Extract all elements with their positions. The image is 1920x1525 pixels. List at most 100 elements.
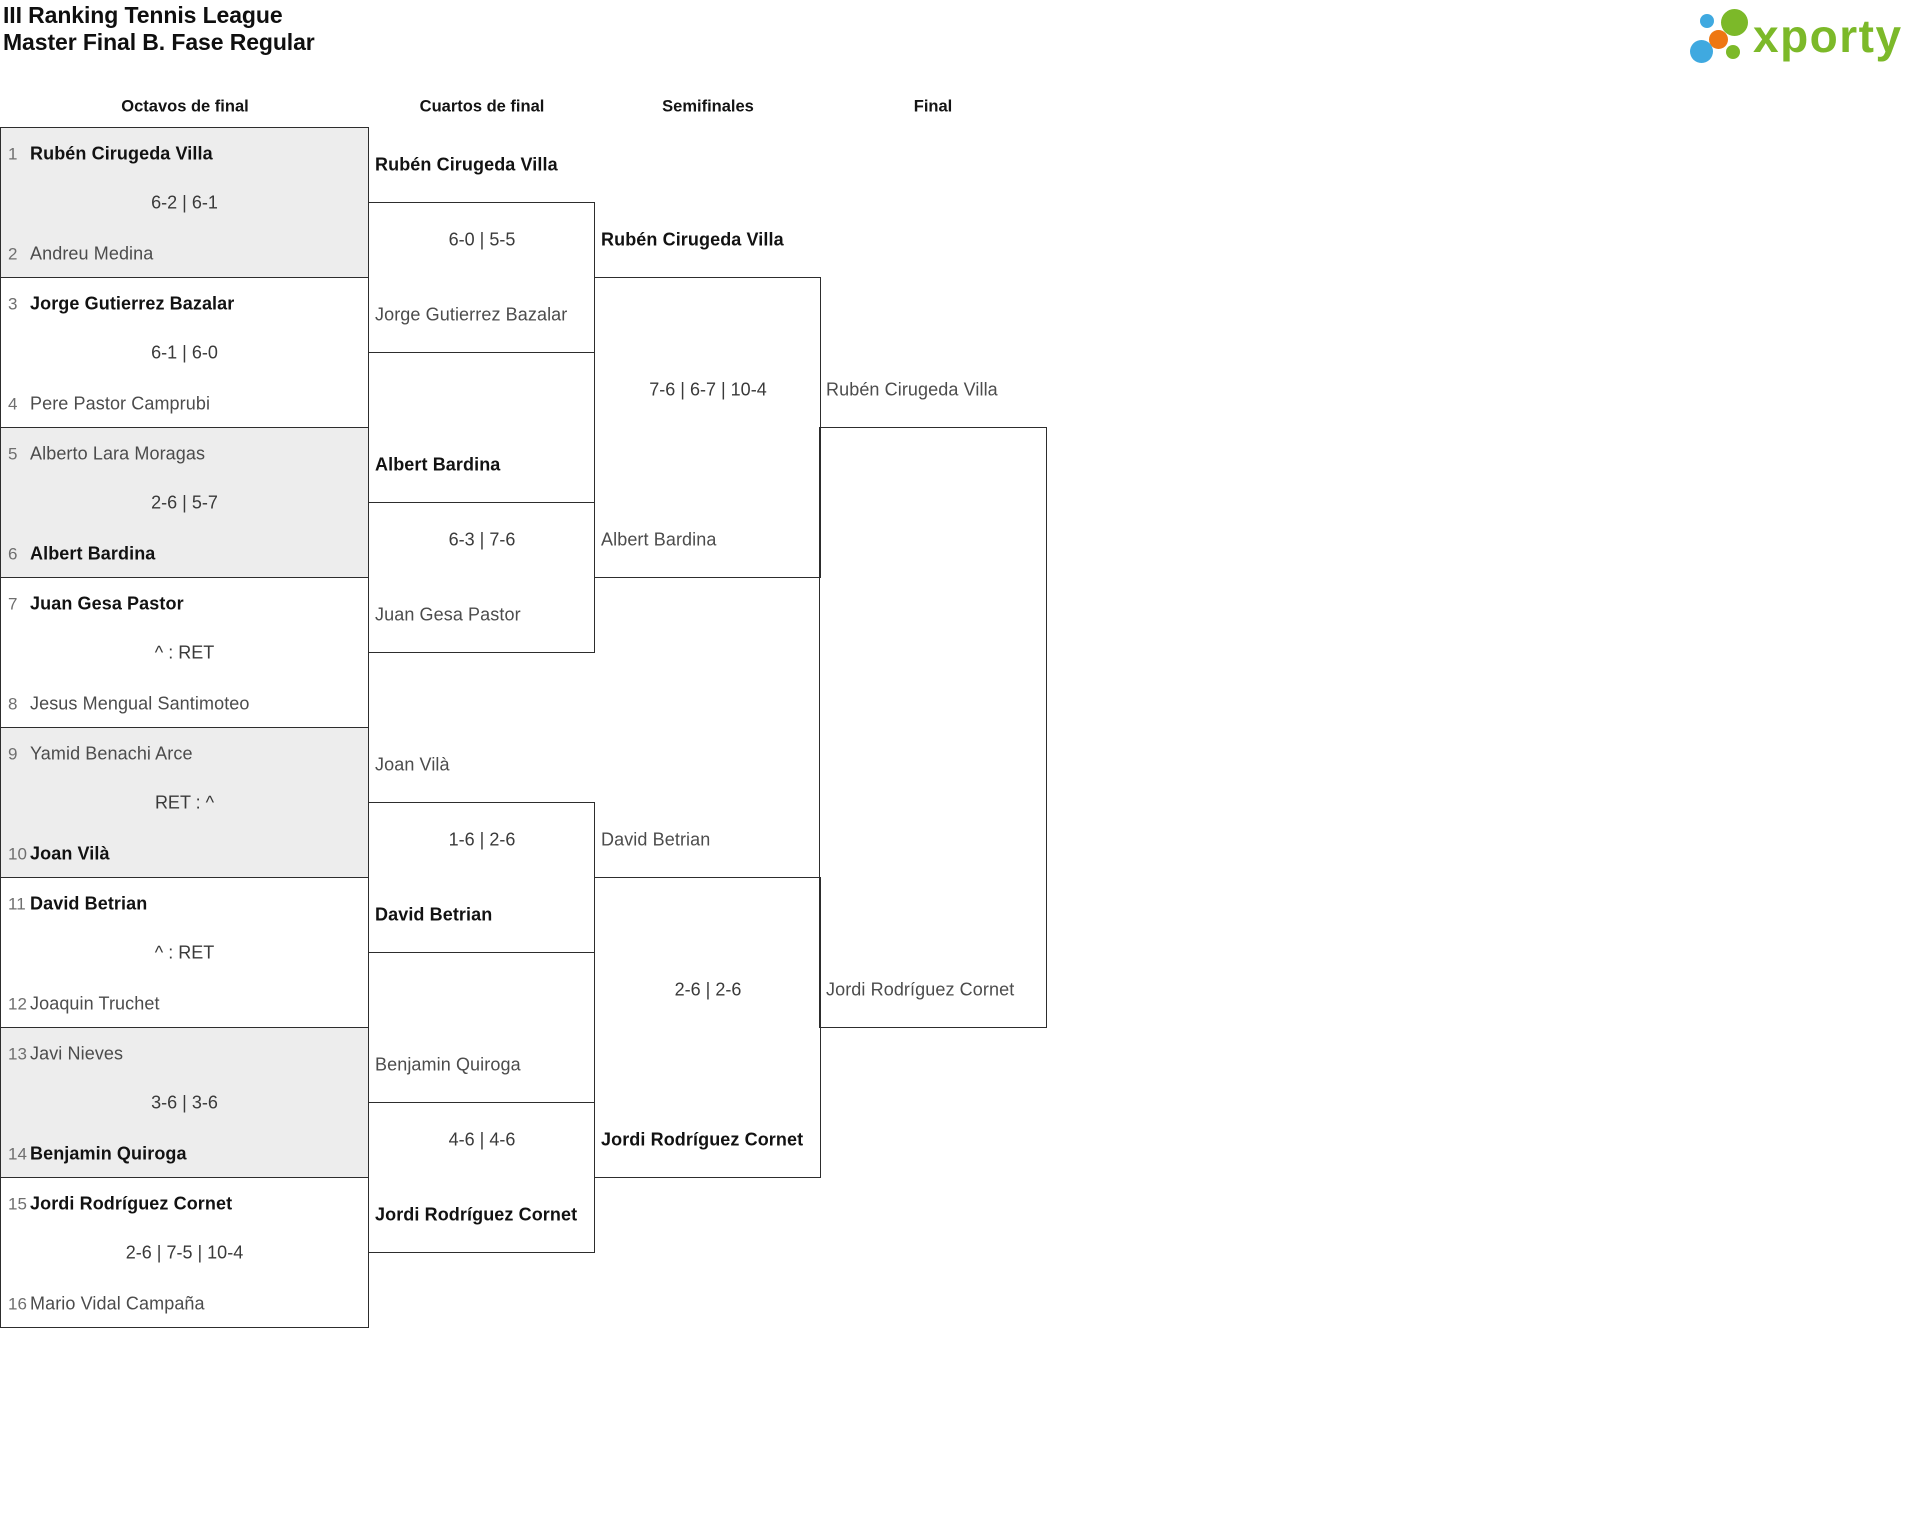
seed-number: 9 bbox=[8, 744, 18, 764]
player-slot: 9 Yamid Benachi Arce bbox=[8, 744, 362, 765]
player-name: Jordi Rodríguez Cornet bbox=[601, 1129, 804, 1150]
octavos-match-5: 9 Yamid Benachi Arce RET : ^ 10 Joan Vil… bbox=[1, 728, 368, 878]
player-name: David Betrian bbox=[30, 893, 148, 914]
player-name: Mario Vidal Campaña bbox=[30, 1293, 205, 1314]
player-name: Rubén Cirugeda Villa bbox=[375, 154, 558, 175]
player-slot: 14 Benjamin Quiroga bbox=[8, 1144, 362, 1165]
player-name: Albert Bardina bbox=[30, 543, 156, 564]
player-name: Juan Gesa Pastor bbox=[30, 593, 184, 614]
player-slot: 5 Alberto Lara Moragas bbox=[8, 444, 362, 465]
player-slot: 11 David Betrian bbox=[8, 894, 362, 915]
final-box bbox=[819, 427, 1047, 1028]
octavos-match-4: 7 Juan Gesa Pastor ^ : RET 8 Jesus Mengu… bbox=[1, 578, 368, 728]
player-name: Jordi Rodríguez Cornet bbox=[826, 979, 1015, 1000]
seed-number: 8 bbox=[8, 694, 18, 714]
player-slot: 16 Mario Vidal Campaña bbox=[8, 1294, 362, 1315]
seed-number: 4 bbox=[8, 394, 18, 414]
player-name: Andreu Medina bbox=[30, 243, 154, 264]
player-name: Jorge Gutierrez Bazalar bbox=[375, 304, 568, 325]
xporty-logo[interactable]: xporty bbox=[1688, 6, 1916, 70]
player-slot: 10 Joan Vilà bbox=[8, 844, 362, 865]
seed-number: 1 bbox=[8, 144, 18, 164]
player-name: Jordi Rodríguez Cornet bbox=[30, 1193, 233, 1214]
player-slot: 8 Jesus Mengual Santimoteo bbox=[8, 694, 362, 715]
match-score: 2-6 | 5-7 bbox=[151, 492, 218, 513]
player-name: David Betrian bbox=[375, 904, 493, 925]
logo-dot-green-large-icon bbox=[1721, 9, 1748, 36]
logo-dot-green-small-icon bbox=[1726, 45, 1740, 59]
seed-number: 2 bbox=[8, 244, 18, 264]
logo-dot-blue-large-icon bbox=[1690, 40, 1713, 63]
player-name: Yamid Benachi Arce bbox=[30, 743, 193, 764]
player-slot: 12 Joaquin Truchet bbox=[8, 994, 362, 1015]
player-name: Rubén Cirugeda Villa bbox=[601, 229, 784, 250]
match-score: 6-0 | 5-5 bbox=[448, 229, 516, 250]
player-slot: 4 Pere Pastor Camprubi bbox=[8, 394, 362, 415]
page-title-line1: III Ranking Tennis League bbox=[3, 2, 283, 28]
seed-number: 13 bbox=[8, 1044, 27, 1064]
player-name: Javi Nieves bbox=[30, 1043, 124, 1064]
player-slot: 7 Juan Gesa Pastor bbox=[8, 594, 362, 615]
seed-number: 11 bbox=[8, 894, 26, 914]
octavos-match-6: 11 David Betrian ^ : RET 12 Joaquin Truc… bbox=[1, 878, 368, 1028]
logo-wordmark: xporty bbox=[1753, 10, 1903, 62]
seed-number: 15 bbox=[8, 1194, 27, 1214]
cuartos-match-1-box bbox=[368, 202, 595, 353]
player-slot: 13 Javi Nieves bbox=[8, 1044, 362, 1065]
player-name: Joan Vilà bbox=[30, 843, 110, 864]
seed-number: 10 bbox=[8, 844, 27, 864]
logo-dot-orange-icon bbox=[1709, 30, 1728, 49]
column-header-final: Final bbox=[913, 97, 953, 116]
octavos-match-1: 1 Rubén Cirugeda Villa 6-2 | 6-1 2 Andre… bbox=[1, 128, 368, 278]
player-slot: 15 Jordi Rodríguez Cornet bbox=[8, 1194, 362, 1215]
match-score: 2-6 | 2-6 bbox=[674, 979, 742, 1000]
player-name: Benjamin Quiroga bbox=[30, 1143, 187, 1164]
cuartos-match-3-box bbox=[368, 802, 595, 953]
match-score: RET : ^ bbox=[154, 792, 215, 813]
match-score: 1-6 | 2-6 bbox=[448, 829, 516, 850]
cuartos-match-2-box bbox=[368, 502, 595, 653]
player-name: Benjamin Quiroga bbox=[375, 1054, 521, 1075]
column-header-cuartos: Cuartos de final bbox=[419, 97, 545, 116]
page-title-line2: Master Final B. Fase Regular bbox=[3, 29, 315, 55]
player-name: Rubén Cirugeda Villa bbox=[30, 143, 213, 164]
seed-number: 5 bbox=[8, 444, 18, 464]
player-name: Joan Vilà bbox=[375, 754, 450, 775]
cuartos-match-4-box bbox=[368, 1102, 595, 1253]
player-slot: 3 Jorge Gutierrez Bazalar bbox=[8, 294, 362, 315]
player-name: Joaquin Truchet bbox=[30, 993, 160, 1014]
player-slot: 2 Andreu Medina bbox=[8, 244, 362, 265]
match-score: 6-3 | 7-6 bbox=[448, 529, 516, 550]
player-name: Albert Bardina bbox=[375, 454, 501, 475]
player-name: Albert Bardina bbox=[601, 529, 717, 550]
seed-number: 14 bbox=[8, 1144, 27, 1164]
player-name: Juan Gesa Pastor bbox=[375, 604, 521, 625]
page-title: III Ranking Tennis League Master Final B… bbox=[3, 2, 315, 56]
octavos-match-7: 13 Javi Nieves 3-6 | 3-6 14 Benjamin Qui… bbox=[1, 1028, 368, 1178]
match-score: ^ : RET bbox=[154, 642, 215, 663]
logo-dot-blue-small-icon bbox=[1700, 14, 1714, 28]
seed-number: 3 bbox=[8, 294, 18, 314]
player-name: Jordi Rodríguez Cornet bbox=[375, 1204, 578, 1225]
seed-number: 7 bbox=[8, 594, 18, 614]
match-score: 6-1 | 6-0 bbox=[151, 342, 218, 363]
octavos-column: 1 Rubén Cirugeda Villa 6-2 | 6-1 2 Andre… bbox=[0, 127, 369, 1328]
seed-number: 12 bbox=[8, 994, 27, 1014]
player-name: Jesus Mengual Santimoteo bbox=[30, 693, 250, 714]
column-header-semifinales: Semifinales bbox=[662, 97, 754, 116]
octavos-match-3: 5 Alberto Lara Moragas 2-6 | 5-7 6 Alber… bbox=[1, 428, 368, 578]
match-score: 2-6 | 7-5 | 10-4 bbox=[125, 1242, 244, 1263]
column-header-octavos: Octavos de final bbox=[121, 97, 249, 116]
match-score: 4-6 | 4-6 bbox=[448, 1129, 516, 1150]
player-name: Alberto Lara Moragas bbox=[30, 443, 206, 464]
seed-number: 6 bbox=[8, 544, 18, 564]
match-score: 3-6 | 3-6 bbox=[151, 1092, 218, 1113]
player-slot: 6 Albert Bardina bbox=[8, 544, 362, 565]
player-slot: 1 Rubén Cirugeda Villa bbox=[8, 144, 362, 165]
octavos-match-8: 15 Jordi Rodríguez Cornet 2-6 | 7-5 | 10… bbox=[1, 1178, 368, 1326]
seed-number: 16 bbox=[8, 1294, 27, 1314]
match-score: 6-2 | 6-1 bbox=[151, 192, 218, 213]
match-score: 7-6 | 6-7 | 10-4 bbox=[649, 379, 767, 400]
player-name: Rubén Cirugeda Villa bbox=[826, 379, 998, 400]
